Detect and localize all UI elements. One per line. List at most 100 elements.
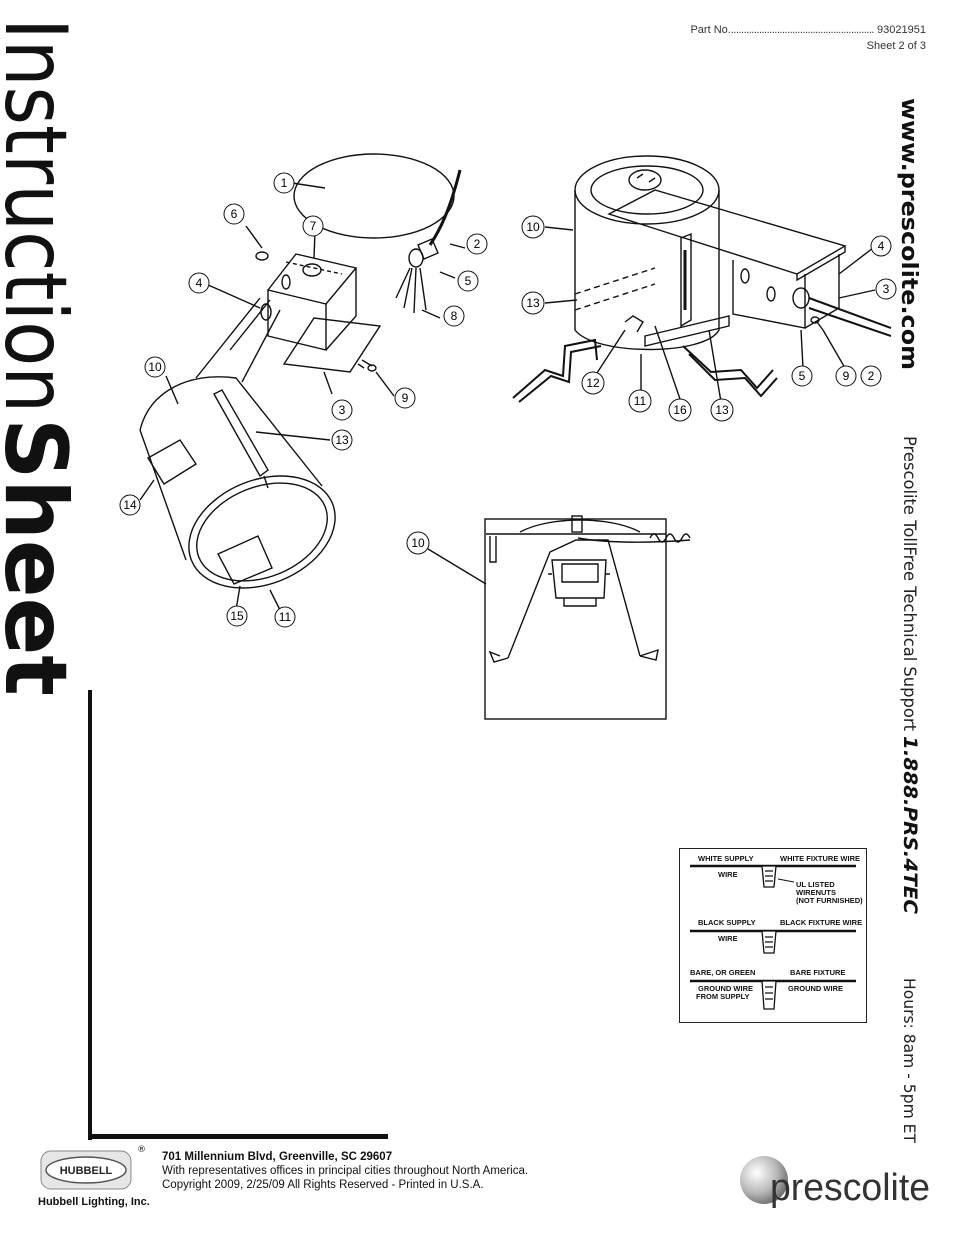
support-hours: Hours: 8am - 5pm ET	[900, 978, 919, 1143]
footer-copyright: Copyright 2009, 2/25/09 All Rights Reser…	[162, 1179, 484, 1191]
callout-5: 5	[457, 270, 479, 292]
callout-1: 1	[273, 172, 295, 194]
svg-text:11: 11	[279, 610, 292, 624]
junction-box	[266, 253, 358, 305]
svg-text:4: 4	[196, 276, 203, 290]
installed-fixture-diagram: 10 4 3 13 5 9 2 12 11 16 13	[512, 155, 897, 422]
hubbell-logo: HUBBELL	[40, 1150, 132, 1190]
svg-text:15: 15	[230, 609, 244, 623]
section-can	[484, 518, 667, 720]
hubbell-company: Hubbell Lighting, Inc.	[38, 1196, 150, 1208]
callout-13b: 13	[710, 398, 734, 422]
ground-supply-label-1: GROUND WIRE	[698, 984, 753, 993]
black-fixture-label: BLACK FIXTURE WIRE	[780, 918, 862, 927]
svg-text:8: 8	[451, 309, 458, 323]
svg-text:3: 3	[339, 403, 346, 417]
callout-9: 9	[835, 365, 857, 387]
callout-11: 11	[274, 606, 296, 628]
bare-fixture-label: BARE FIXTURE	[790, 968, 845, 977]
registered-mark: ®	[137, 1145, 146, 1155]
callout-2: 2	[860, 365, 882, 387]
svg-text:13: 13	[715, 403, 729, 417]
bare-green-label: BARE, OR GREEN	[690, 968, 755, 977]
wire-label-1: WIRE	[718, 870, 738, 879]
prescolite-ball-icon	[740, 1156, 788, 1204]
part-number: 93021951	[877, 24, 926, 36]
callout-3: 3	[331, 399, 353, 421]
hubbell-logo-text: HUBBELL	[60, 1165, 113, 1177]
support-phone[interactable]: 1.888.PRS.4TEC	[899, 736, 921, 914]
callout-16: 16	[668, 398, 692, 422]
svg-text:5: 5	[799, 369, 806, 383]
svg-text:9: 9	[843, 369, 850, 383]
callout-3: 3	[875, 278, 897, 300]
prescolite-wordmark: prescolite	[770, 1167, 930, 1209]
callout-13: 13	[331, 429, 353, 451]
page-title: Instruction Sheet	[0, 18, 85, 696]
svg-text:2: 2	[474, 237, 481, 251]
svg-text:10: 10	[411, 536, 425, 550]
footer-address: 701 Millennium Blvd, Greenville, SC 2960…	[162, 1151, 393, 1163]
callout-2: 2	[466, 233, 488, 255]
sheet-number: Sheet 2 of 3	[866, 40, 926, 52]
callout-5: 5	[791, 365, 813, 387]
wiring-diagram: WHITE SUPPLY WHITE FIXTURE WIRE WIRE UL …	[679, 848, 867, 1023]
mounting-arm	[607, 189, 847, 275]
footer-reps: With representatives offices in principa…	[162, 1165, 529, 1177]
svg-text:3: 3	[883, 282, 890, 296]
title-bold: Sheet	[0, 418, 85, 696]
svg-text:10: 10	[526, 220, 540, 234]
wirenut-label-3: (NOT FURNISHED)	[796, 896, 863, 905]
prescolite-logo: prescolite	[740, 1156, 930, 1209]
title-light: Instruction	[0, 18, 85, 413]
housing-can	[139, 376, 323, 487]
svg-text:6: 6	[231, 207, 238, 221]
svg-text:11: 11	[634, 394, 647, 408]
wire-label-2: WIRE	[718, 934, 738, 943]
website-link[interactable]: www.prescolite.com	[896, 98, 921, 370]
svg-text:1: 1	[281, 176, 288, 190]
footer-text: 701 Millennium Blvd, Greenville, SC 2960…	[162, 1150, 528, 1192]
title-vertical-rule	[88, 690, 92, 1140]
callout-6: 6	[223, 203, 245, 225]
callout-9: 9	[394, 387, 416, 409]
callout-15: 15	[226, 605, 248, 627]
svg-text:5: 5	[465, 274, 472, 288]
title-horizontal-rule	[88, 1134, 388, 1139]
svg-text:13: 13	[335, 433, 349, 447]
cover-plate	[282, 317, 382, 373]
svg-text:12: 12	[586, 376, 600, 390]
callout-11: 11	[628, 389, 652, 413]
black-supply-label: BLACK SUPPLY	[698, 918, 756, 927]
wirenut-label-1: UL LISTED	[796, 880, 835, 889]
callout-10: 10	[521, 215, 545, 239]
ground-supply-label-2: FROM SUPPLY	[696, 992, 749, 1001]
support-sidebar: www.prescolite.com Prescolite TollFree T…	[896, 98, 921, 1143]
section-view-diagram: 10	[406, 515, 691, 720]
ground-fixture-label: GROUND WIRE	[788, 984, 843, 993]
callout-8: 8	[443, 305, 465, 327]
white-fixture-label: WHITE FIXTURE WIRE	[780, 854, 860, 863]
support-label: Prescolite TollFree Technical Support	[899, 436, 919, 731]
callout-13: 13	[521, 291, 545, 315]
part-number-line: Part No.................................…	[690, 24, 926, 36]
svg-text:10: 10	[148, 360, 162, 374]
svg-text:2: 2	[868, 369, 875, 383]
callout-4: 4	[870, 235, 892, 257]
white-supply-label: WHITE SUPPLY	[698, 854, 754, 863]
svg-text:13: 13	[526, 296, 540, 310]
callout-10: 10	[144, 356, 166, 378]
callout-12: 12	[581, 371, 605, 395]
svg-text:4: 4	[878, 239, 885, 253]
exploded-fixture-diagram: 1 2 5 8 6 7 4 10 3 9 13 14 15 11	[119, 153, 488, 628]
part-label: Part No.	[690, 24, 731, 36]
svg-text:16: 16	[673, 403, 687, 417]
callout-14: 14	[119, 494, 141, 516]
svg-text:7: 7	[310, 219, 317, 233]
part-dots: ........................................…	[730, 24, 875, 36]
callout-10: 10	[406, 531, 430, 555]
callout-4: 4	[188, 272, 210, 294]
wirenut-3	[761, 980, 777, 1010]
svg-text:14: 14	[123, 498, 137, 512]
wirenut-label-2: WIRENUTS	[796, 888, 836, 897]
